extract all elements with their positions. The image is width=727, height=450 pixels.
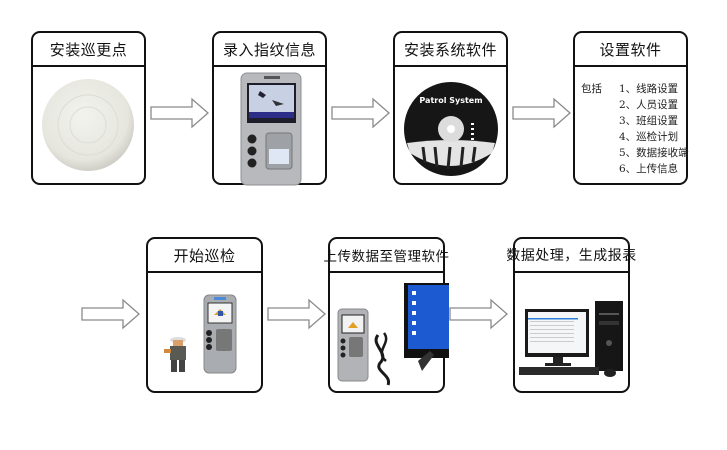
software-cd-image: Patrol System — [404, 82, 498, 176]
step-7-box: 数据处理，生成报表 — [506, 237, 636, 393]
arrow-1-to-2 — [150, 98, 209, 128]
step-2-box: 录入指纹信息 — [212, 31, 327, 186]
arrow-5-to-6 — [267, 299, 326, 329]
step-4-title: 设置软件 — [575, 33, 686, 67]
step-7-title: 数据处理，生成报表 — [506, 239, 636, 273]
step-5-box: 开始巡检 — [146, 237, 263, 393]
list-item: 4、巡检计划 — [619, 131, 679, 143]
step-3-title: 安装系统软件 — [395, 33, 506, 67]
step-2-title: 录入指纹信息 — [214, 33, 325, 67]
desktop-computer-image — [519, 301, 623, 377]
list-lead: 包括 — [581, 83, 602, 95]
step-1-box: 安装巡更点 — [31, 31, 146, 185]
device-cable-monitor-image — [337, 283, 449, 386]
step-4-box: 设置软件 包括 1、线路设置 2、人员设置 3、班组设置 4、巡检计划 5、数据… — [573, 31, 689, 185]
fingerprint-device-image — [240, 72, 302, 186]
cd-label: Patrol System — [419, 96, 482, 105]
step-3-box: 安装系统软件 Patrol System — [393, 31, 508, 185]
settings-list: 包括 1、线路设置 2、人员设置 3、班组设置 4、巡检计划 5、数据接收端 6… — [581, 81, 689, 177]
checkpoint-tag-image — [42, 79, 134, 171]
arrow-6-to-7 — [449, 299, 508, 329]
step-5-title: 开始巡检 — [148, 239, 261, 273]
step-6-box: 上传数据至管理软件 — [324, 237, 449, 393]
list-item: 1、线路设置 — [619, 83, 679, 95]
arrow-start-to-5 — [81, 299, 140, 329]
arrow-3-to-4 — [512, 98, 571, 128]
list-item: 2、人员设置 — [619, 99, 679, 111]
arrow-2-to-3 — [331, 98, 390, 128]
list-item: 6、上传信息 — [619, 163, 679, 175]
list-item: 3、班组设置 — [619, 115, 679, 127]
list-item: 5、数据接收端 — [619, 147, 689, 159]
step-6-title: 上传数据至管理软件 — [324, 239, 449, 273]
guard-with-device-image — [164, 294, 237, 374]
step-1-title: 安装巡更点 — [33, 33, 144, 67]
